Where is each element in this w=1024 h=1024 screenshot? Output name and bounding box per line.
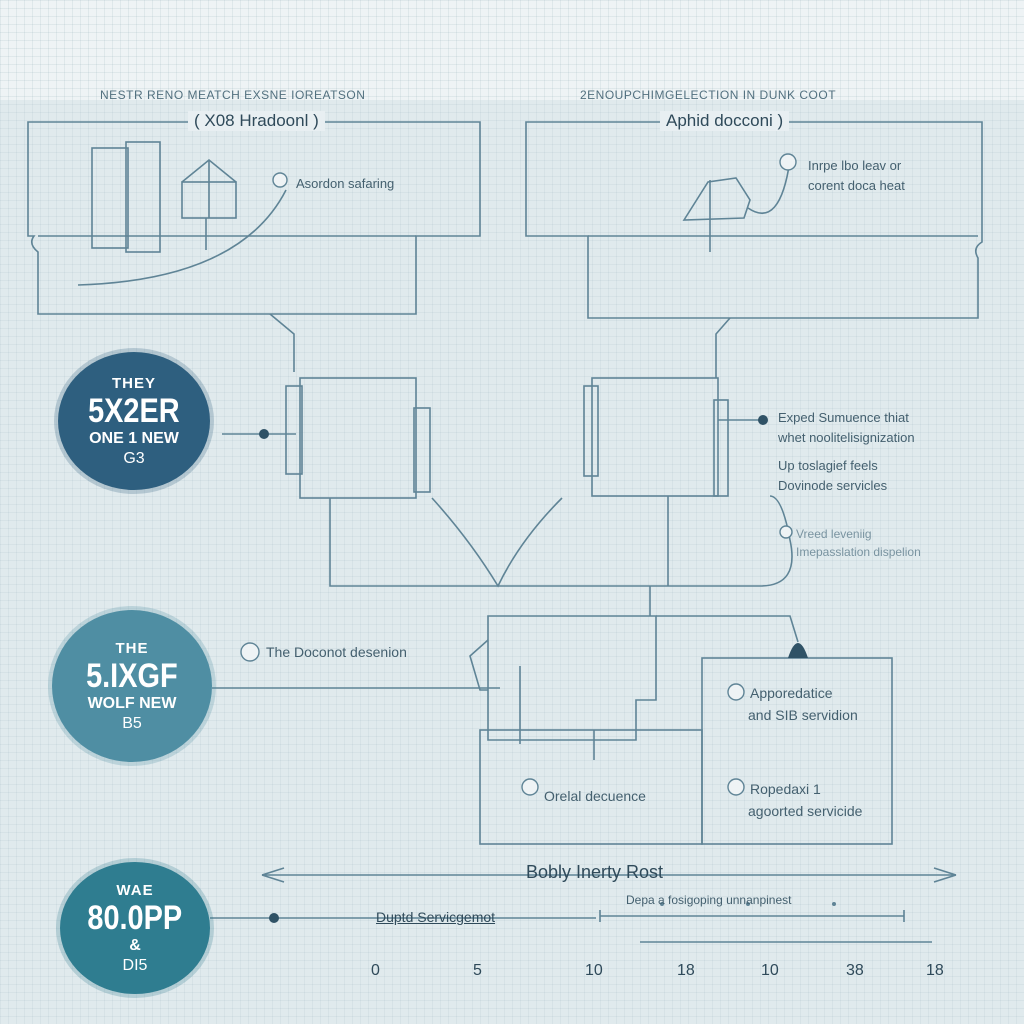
timeline-left-label: Duptd Servicgemot xyxy=(376,909,496,925)
right-panel-note-line2: corent doca heat xyxy=(808,178,905,193)
right-mid-annotation-3: Up toslagief feels xyxy=(778,458,878,473)
right-curve-annotation-2: Imepasslation dispelion xyxy=(796,545,921,559)
box-center-annotation: Orelal decuence xyxy=(544,788,646,804)
badge-3-sub: & xyxy=(129,936,141,954)
badge-3-main: 80.0PP xyxy=(87,898,183,937)
timeline-tick: 5 xyxy=(473,962,482,979)
badge-2: THE 5.IXGF WOLF NEW B5 xyxy=(52,610,212,762)
badge-1: THEY 5X2ER ONE 1 NEW G3 xyxy=(58,352,210,490)
badge-2-small: THE xyxy=(115,639,149,657)
right-curve-annotation-1: Vreed leveniig xyxy=(796,527,872,541)
box-right-annotation-1b: and SIB servidion xyxy=(748,707,858,723)
badge-2-sub: WOLF NEW xyxy=(87,694,177,712)
right-panel-frame xyxy=(525,121,983,319)
v-connector xyxy=(431,497,563,588)
timeline-right-label: Depa a fosigoping unnanpinest xyxy=(626,893,792,907)
right-mid-annotation-4: Dovinode servicles xyxy=(778,478,888,493)
left-header-caption: NESTR RENO MEATCH EXSNE IOREATSON xyxy=(100,88,366,102)
timeline-lines xyxy=(210,867,957,943)
right-panel-note-line1: Inrpe lbo leav or xyxy=(808,158,902,173)
badge-1-small: THEY xyxy=(111,374,156,392)
center-left-annotation: The Doconot desenion xyxy=(266,644,407,660)
badge-2-code: B5 xyxy=(122,714,142,732)
timeline-tick: 0 xyxy=(371,962,380,979)
box-right-annotation-2b: agoorted servicide xyxy=(748,803,863,819)
right-panel-title: Aphid docconi ) xyxy=(660,111,790,131)
main-bus xyxy=(329,498,760,587)
timeline-tick: 38 xyxy=(846,962,864,979)
box-right-annotation-1a: Apporedatice xyxy=(750,685,833,701)
badge-1-sub: ONE 1 NEW xyxy=(89,429,179,447)
right-mid-annotation-2: whet noolitelisignization xyxy=(778,430,915,445)
timeline-tick: 18 xyxy=(677,962,695,979)
timeline-tick: 18 xyxy=(926,962,944,979)
lower-center-block xyxy=(212,586,799,760)
right-stem xyxy=(715,317,731,378)
timeline-title: Bobly Inerty Rost xyxy=(526,862,664,882)
badge-3: WAE 80.0PP & DI5 xyxy=(60,862,210,994)
badge-3-code: DI5 xyxy=(122,956,148,974)
timeline-tick: 10 xyxy=(585,962,603,979)
right-mid-device xyxy=(583,377,729,497)
right-curve xyxy=(759,495,793,587)
left-panel-frame xyxy=(27,121,481,315)
timeline-tick: 10 xyxy=(761,962,779,979)
box-right-annotation-2a: Ropedaxi 1 xyxy=(750,781,821,797)
left-panel-title: ( X08 Hradoonl ) xyxy=(188,111,325,131)
badge-3-small: WAE xyxy=(116,881,154,899)
left-panel-note: Asordon safaring xyxy=(296,176,395,191)
badge-1-code: G3 xyxy=(123,449,145,467)
badge-1-main: 5X2ER xyxy=(88,391,180,430)
left-stem xyxy=(269,313,295,372)
left-mid-device xyxy=(285,377,431,499)
right-header-caption: 2ENOUPCHIMGELECTION IN DUNK COOT xyxy=(580,88,837,102)
right-mid-annotation-1: Exped Sumuence thiat xyxy=(778,410,909,425)
badge-2-main: 5.IXGF xyxy=(86,656,178,695)
